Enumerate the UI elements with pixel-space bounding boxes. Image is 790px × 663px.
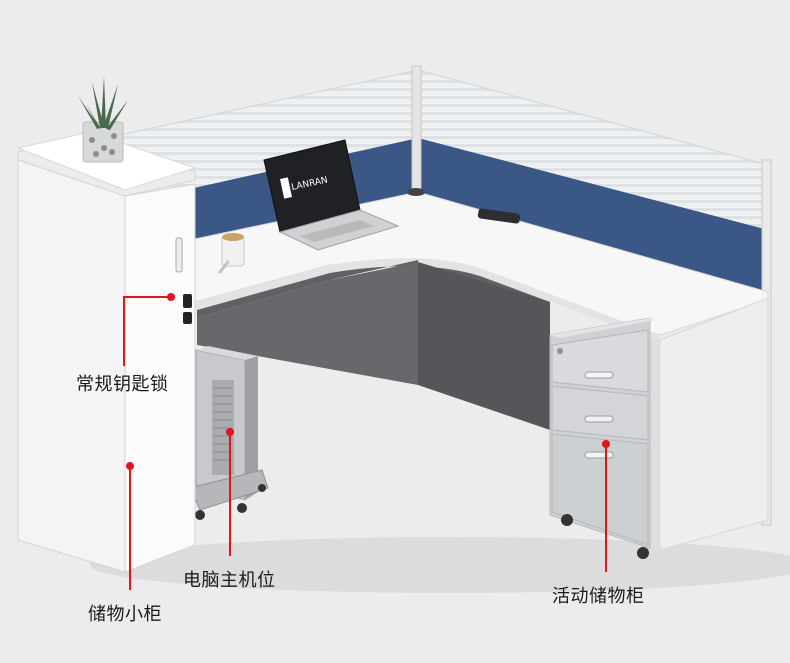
annotation-drawer-marker [602,440,610,572]
label-mobile-storage: 活动储物柜 [552,586,645,607]
label-storage-cabinet: 储物小柜 [88,604,162,625]
storage-cabinet [16,131,197,573]
floor-shadow [90,537,790,593]
annotation-computer-marker [226,428,234,556]
label-computer-position: 电脑主机位 [183,570,276,591]
annotation-lock-marker [123,293,175,366]
spoon [218,260,230,274]
coffee-mug [221,233,245,267]
annotation-cabinet-marker [126,462,134,590]
partition-post-center [411,65,422,207]
desk-modesty-panel [197,260,550,430]
label-standard-lock: 常规钥匙锁 [76,374,169,395]
computer-tower [189,346,269,520]
desk-right-leg-panel [648,297,769,551]
cable-grommet [407,188,425,196]
laptop: LANRAN [263,139,400,251]
mobile-pedestal [549,317,655,559]
potted-plant [78,76,128,163]
phone [477,208,521,224]
